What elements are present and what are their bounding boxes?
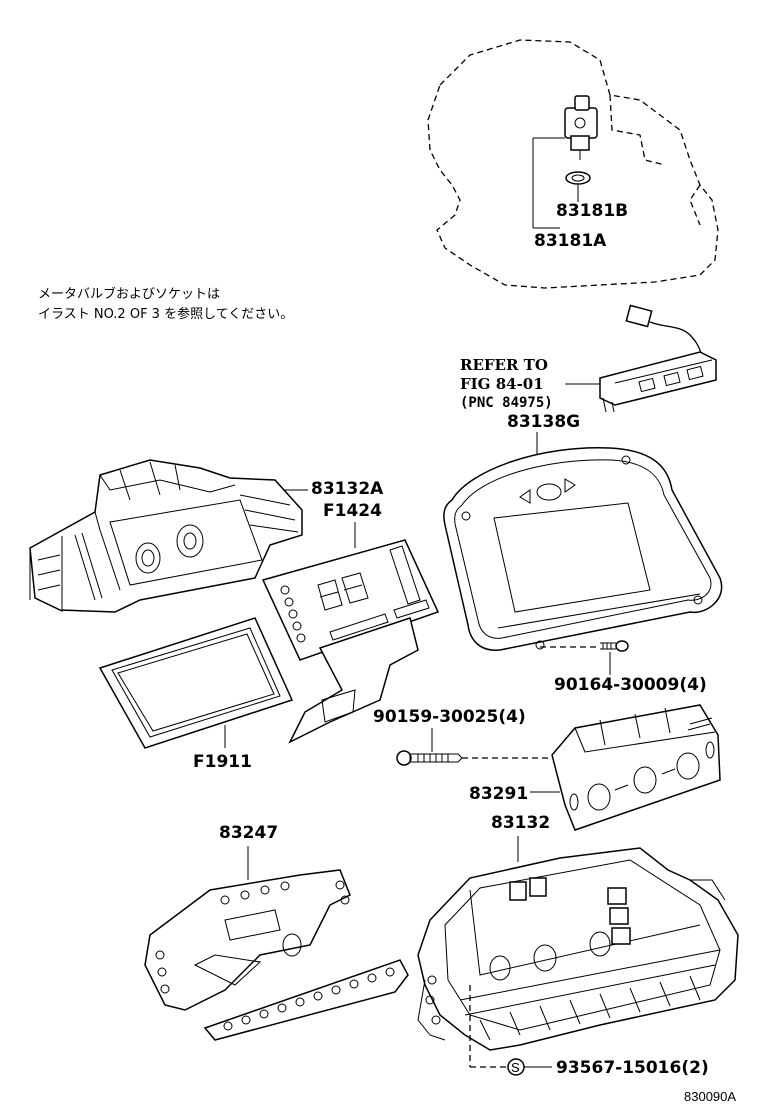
refer-line3[interactable]: (PNC 84975)	[460, 395, 553, 411]
part-label-83181B: 83181B	[556, 201, 628, 221]
lens-F1911[interactable]	[98, 617, 294, 749]
screw-93567-15016[interactable]: S	[469, 985, 552, 1076]
bracket-83247[interactable]	[144, 869, 409, 1041]
o-ring-83181B[interactable]	[565, 171, 591, 185]
part-label-93567: 93567-15016(2)	[556, 1058, 709, 1078]
part-label-83132A: 83132A	[311, 479, 384, 499]
diagram-code: 830090A	[684, 1089, 736, 1104]
leader-83181	[532, 137, 579, 229]
meter-case-83132[interactable]	[417, 847, 739, 1051]
display-panel-F1424[interactable]	[261, 539, 440, 744]
part-label-83291: 83291	[469, 784, 528, 804]
note-jp-line2: イラスト NO.2 OF 3 を参照してください。	[38, 306, 293, 322]
note-jp-line1: メータバルブおよびソケットは	[38, 286, 220, 302]
part-label-83247: 83247	[219, 823, 278, 843]
printed-circuit-83291[interactable]	[551, 704, 721, 831]
screw-90159-30025[interactable]	[396, 750, 552, 766]
part-label-83132: 83132	[491, 813, 550, 833]
part-label-90164: 90164-30009(4)	[554, 675, 707, 695]
wire-harness-connector[interactable]	[599, 304, 717, 413]
part-label-83138G: 83138G	[507, 412, 580, 432]
part-label-F1911: F1911	[193, 752, 252, 772]
part-label-83181A: 83181A	[534, 231, 607, 251]
refer-line1: REFER TO	[460, 356, 548, 374]
meter-housing-83132A[interactable]	[29, 459, 303, 613]
combination-meter-glass-83138G[interactable]	[443, 447, 723, 651]
speed-sensor-83181[interactable]	[564, 95, 598, 160]
transmission-housing-outline	[427, 39, 719, 289]
s-marker-symbol: S	[511, 1060, 520, 1075]
screw-90164-30009[interactable]	[540, 640, 629, 675]
refer-line2: FIG 84-01	[460, 375, 544, 393]
part-label-90159: 90159-30025(4)	[373, 707, 526, 727]
part-label-F1424: F1424	[323, 501, 382, 521]
